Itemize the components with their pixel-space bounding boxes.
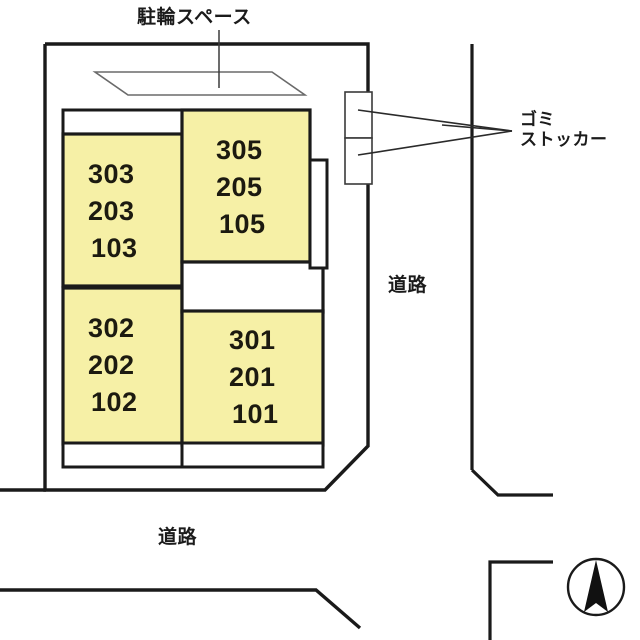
- trash-stocker-leader-lower: [357, 130, 513, 156]
- unit-label-101: 101: [232, 399, 279, 429]
- compass-rose: [566, 557, 626, 617]
- trash-stocker-box-lower: [344, 137, 373, 185]
- bicycle-parking-area: [92, 30, 308, 96]
- compass-needle-light: [584, 560, 596, 612]
- road-label-right: 道路: [388, 274, 428, 296]
- unit-block-301: [180, 309, 325, 447]
- trash-stocker-box-upper: [344, 91, 373, 139]
- road-bottom-inner-corner: [488, 560, 553, 640]
- trash-stocker-label-line2: ストッカー: [520, 130, 608, 151]
- unit-label-202: 202: [88, 350, 135, 380]
- road-right-corner: [470, 468, 553, 497]
- unit-label-205: 205: [216, 172, 263, 202]
- side-entry-protrusion: [308, 158, 329, 270]
- trash-stocker-leader-upper: [357, 109, 513, 132]
- unit-label-102: 102: [91, 387, 138, 417]
- trash-stocker-boxes: [344, 91, 513, 185]
- central-corridor: [180, 260, 325, 314]
- bicycle-parking-label: 駐輪スペース: [137, 6, 252, 28]
- upper-left-balcony-strip: [61, 108, 184, 138]
- road-bottom-edges: [0, 560, 553, 640]
- unit-label-301: 301: [229, 325, 276, 355]
- site-boundary: [0, 42, 370, 492]
- building-footprint: [61, 108, 329, 469]
- road-bottom-far-edge: [0, 588, 362, 630]
- bicycle-parking-shape: [92, 71, 308, 96]
- road-label-bottom: 道路: [158, 526, 198, 548]
- lower-left-balcony-strip: [61, 441, 184, 469]
- trash-stocker-leader-join: [441, 124, 513, 132]
- unit-label-303: 303: [88, 159, 135, 189]
- unit-label-203: 203: [88, 196, 135, 226]
- compass-needle-dark: [596, 560, 608, 612]
- lower-middle-balcony-strip: [180, 441, 325, 469]
- road-right-edges: [470, 44, 553, 497]
- unit-label-305: 305: [216, 135, 263, 165]
- trash-stocker-label-line1: ゴミ: [520, 110, 555, 130]
- lot-outline: [43, 42, 370, 492]
- unit-label-201: 201: [229, 362, 276, 392]
- unit-label-103: 103: [91, 233, 138, 263]
- unit-label-302: 302: [88, 313, 135, 343]
- unit-label-105: 105: [219, 209, 266, 239]
- trash-stocker-label: ゴミ ストッカー: [520, 110, 608, 150]
